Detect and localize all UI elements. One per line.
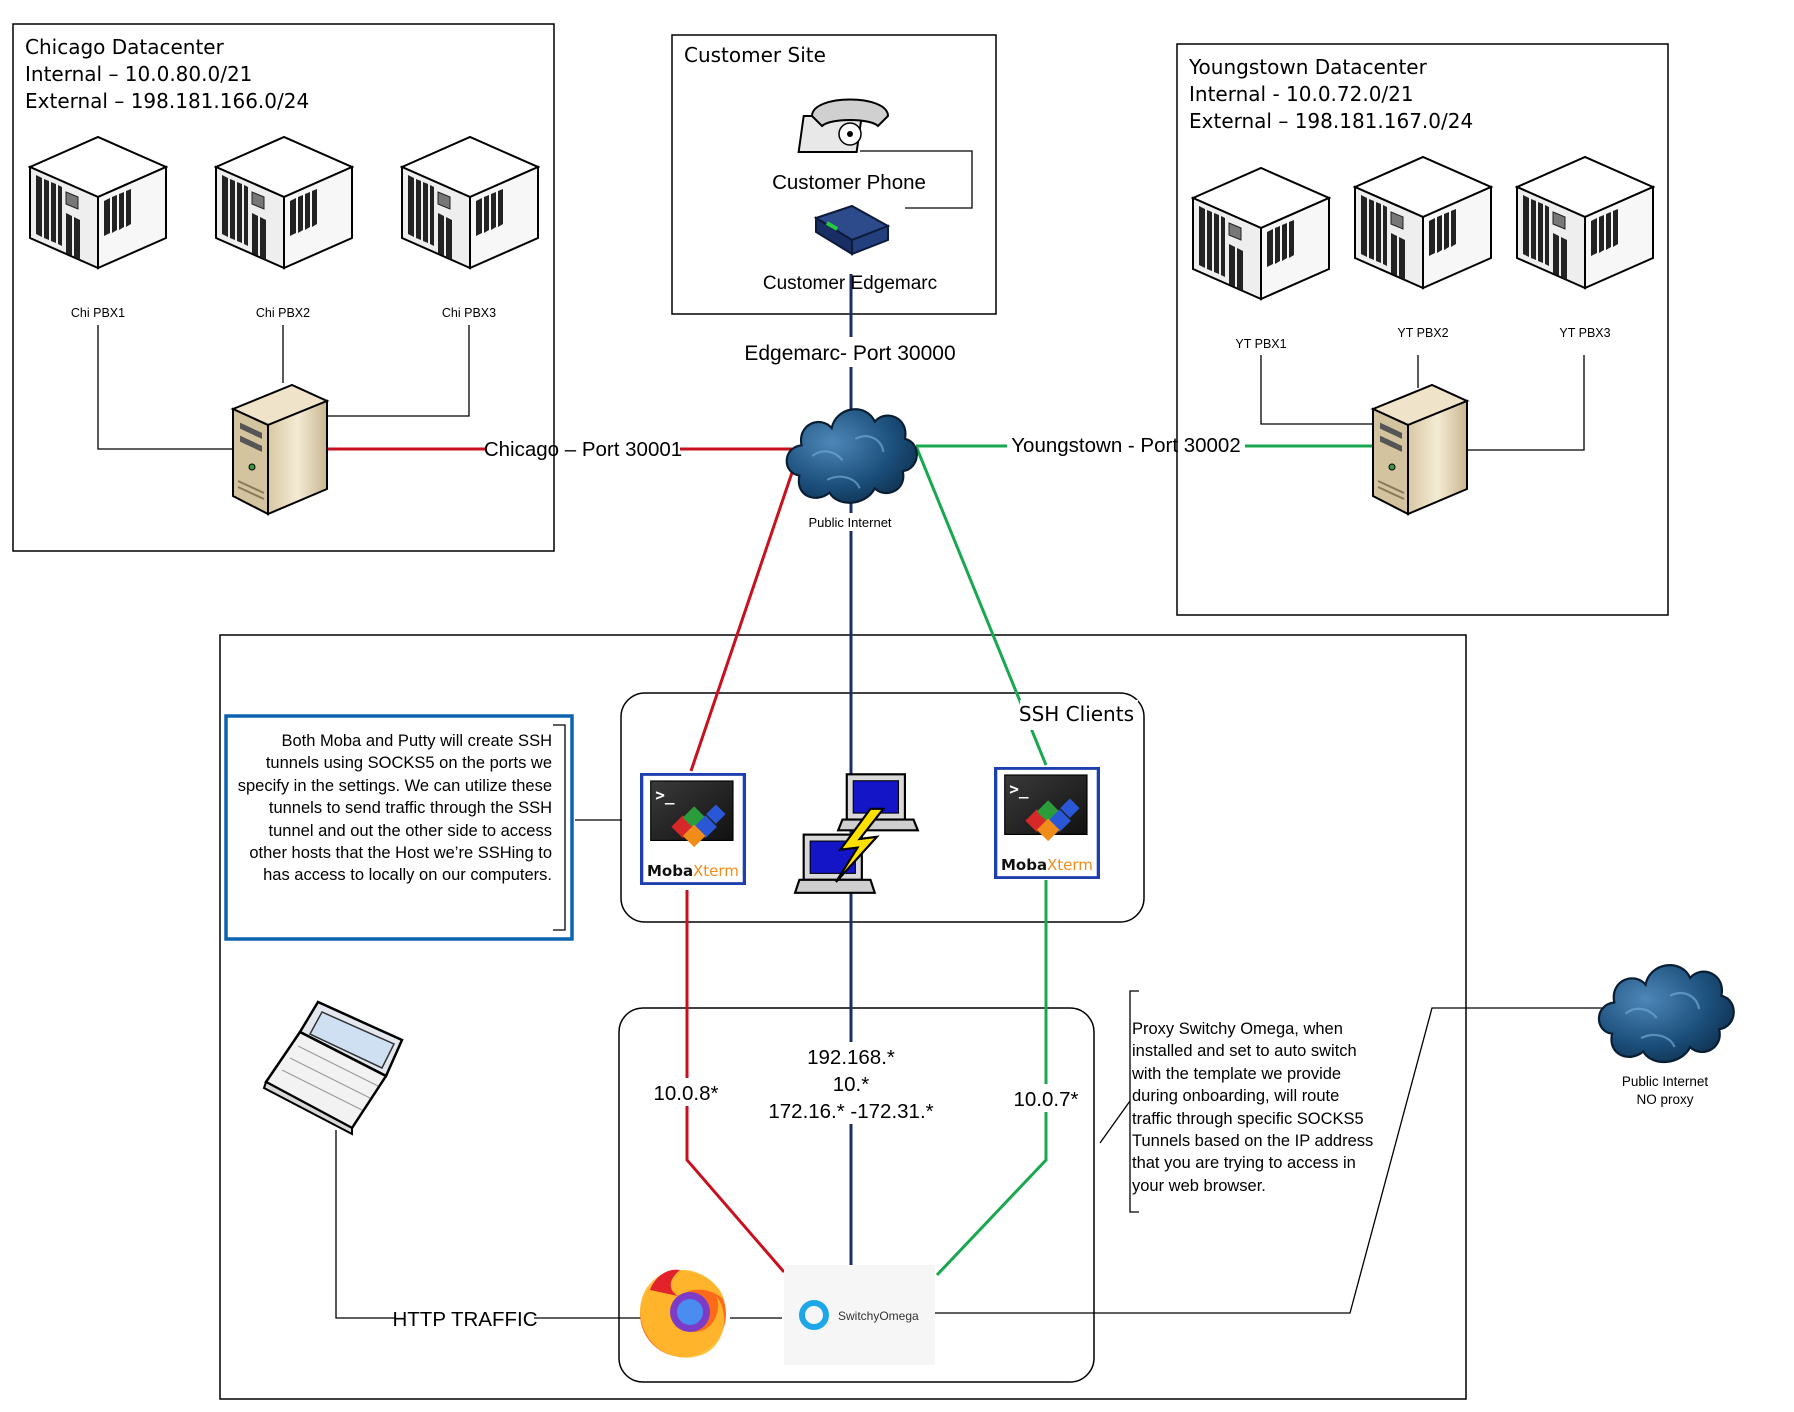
youngstown-internal: Internal - 10.0.72.0/21	[1189, 82, 1414, 106]
public-internet-label: Public Internet	[808, 515, 891, 530]
switchyomega-label: SwitchyOmega	[838, 1309, 919, 1323]
yt-pbx3-label: YT PBX3	[1559, 326, 1610, 340]
http-traffic-label: HTTP TRAFFIC	[392, 1308, 537, 1331]
chi-pbx2-server-icon	[215, 136, 353, 269]
no-proxy-internet-label: Public Internet	[1622, 1074, 1709, 1089]
firefox-icon	[640, 1269, 726, 1358]
phone-edgemarc-link	[860, 150, 973, 209]
customer-range-label-2: 10.*	[833, 1073, 869, 1096]
customer-edgemarc-label: Customer Edgemarc	[763, 273, 937, 294]
yt-pbx3-link	[1467, 355, 1585, 451]
chicago-range-label: 10.0.8*	[654, 1082, 719, 1105]
chi-pbx3-server-icon	[401, 136, 539, 269]
youngstown-to-switchy	[935, 880, 1048, 1277]
customer-site-title: Customer Site	[684, 43, 826, 67]
chicago-to-moba	[689, 448, 802, 772]
youngstown-title: Youngstown Datacenter	[1188, 55, 1428, 79]
chi-pbx1-link	[97, 325, 232, 450]
moba-putty-note: Both Moba and Putty will create SSH tunn…	[237, 732, 552, 885]
edgemarc-router-icon	[813, 204, 891, 256]
ssh-clients-title: SSH Clients	[1019, 702, 1134, 726]
chicago-port-label: Chicago – Port 30001	[484, 438, 682, 461]
yt-pbx1-label: YT PBX1	[1235, 337, 1286, 351]
yt-pbx3-server-icon	[1516, 156, 1654, 289]
chicago-external: External – 198.181.166.0/24	[25, 89, 309, 113]
mobaxterm-youngstown-text-b: Xterm	[1047, 856, 1093, 874]
local-computer-box	[219, 634, 1467, 1400]
no-proxy-internet-cloud-icon	[1597, 963, 1735, 1064]
youngstown-gateway-server-icon	[1372, 384, 1468, 515]
chicago-title: Chicago Datacenter	[25, 35, 225, 59]
chi-pbx3-label: Chi PBX3	[442, 306, 496, 320]
youngstown-range-label: 10.0.7*	[1014, 1088, 1079, 1111]
customer-phone-label: Customer Phone	[772, 171, 926, 194]
edgemarc-port-label: Edgemarc- Port 30000	[744, 342, 955, 365]
laptop-icon	[262, 1000, 404, 1136]
switchyomega-logo-icon	[799, 1300, 829, 1330]
switchyomega-tile	[784, 1265, 935, 1365]
customer-range-label-1: 192.168.*	[807, 1046, 895, 1069]
ssh-clients-box	[620, 692, 1145, 923]
youngstown-external: External – 198.181.167.0/24	[1189, 109, 1473, 133]
telephone-icon	[797, 98, 890, 153]
switchy-omega-note: Proxy Switchy Omega, when installed and …	[1132, 1020, 1374, 1195]
yt-pbx1-server-icon	[1192, 167, 1330, 300]
yt-pbx1-link	[1260, 355, 1372, 425]
youngstown-port-label: Youngstown - Port 30002	[1011, 434, 1240, 457]
mobaxterm-chicago-text-b: Xterm	[693, 862, 739, 880]
chicago-gateway-server-icon	[232, 384, 328, 515]
chi-pbx1-label: Chi PBX1	[71, 306, 125, 320]
chicago-internal: Internal – 10.0.80.0/21	[25, 62, 252, 86]
customer-site-box	[671, 34, 997, 315]
putty-icon	[793, 773, 919, 894]
youngstown-datacenter-box	[1176, 43, 1669, 616]
chi-pbx1-server-icon	[29, 136, 167, 269]
mobaxterm-youngstown-text-a: Moba	[1001, 856, 1047, 874]
proxy-box	[618, 1007, 1095, 1383]
proxy-note-pointer	[1099, 1100, 1131, 1144]
no-proxy-label: NO proxy	[1636, 1092, 1693, 1107]
yt-pbx2-label: YT PBX2	[1397, 326, 1448, 340]
chi-pbx2-label: Chi PBX2	[256, 306, 310, 320]
moba-note-box	[224, 714, 574, 941]
yt-pbx2-server-icon	[1354, 156, 1492, 289]
chicago-to-switchy	[685, 890, 786, 1273]
public-internet-cloud-icon	[785, 408, 918, 504]
laptop-http-link	[335, 1130, 682, 1319]
no-proxy-link	[935, 1007, 1610, 1314]
moba-note-bracket	[553, 724, 566, 931]
chi-pbx3-link	[328, 325, 470, 417]
mobaxterm-chicago-text-a: Moba	[647, 862, 693, 880]
chicago-datacenter-box	[12, 23, 555, 552]
customer-range-label-3: 172.16.* -172.31.*	[768, 1100, 933, 1123]
